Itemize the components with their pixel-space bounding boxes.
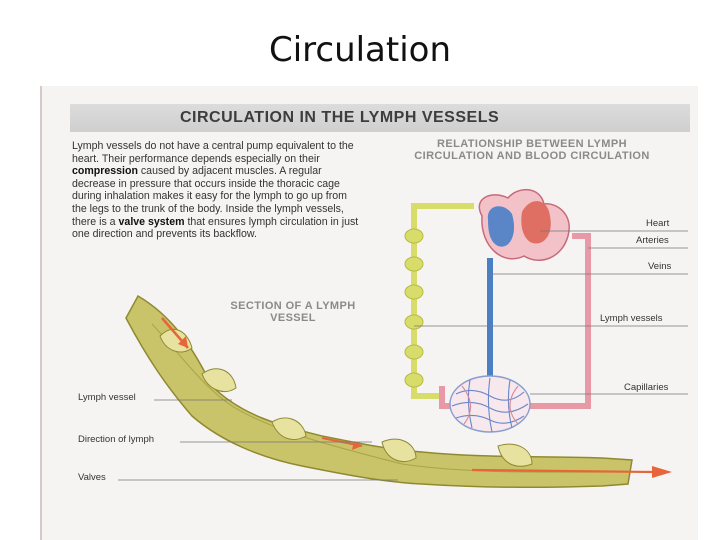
relationship-title: RELATIONSHIP BETWEEN LYMPH CIRCULATION A… [414, 138, 650, 162]
diagram-graphics [118, 189, 688, 489]
label-direction-of-lymph: Direction of lymph [78, 434, 155, 445]
lymph-nodes [404, 228, 424, 388]
label-capillaries: Capillaries [624, 382, 669, 393]
lymph-vessel-line [411, 203, 474, 399]
label-valves: Valves [78, 472, 106, 483]
banner-title: CIRCULATION IN THE LYMPH VESSELS [180, 109, 500, 126]
label-leaders [414, 230, 688, 395]
body-paragraph: Lymph vessels do not have a central pump… [72, 140, 359, 241]
heart-illustration [478, 189, 570, 261]
artery-line [439, 233, 591, 409]
label-veins: Veins [648, 261, 672, 272]
scanned-figure: CIRCULATION IN THE LYMPH VESSELS Lymph v… [40, 86, 698, 540]
label-lymph-vessel: Lymph vessel [78, 392, 136, 403]
label-heart: Heart [646, 218, 670, 229]
lymph-vessel-section [125, 294, 672, 489]
section-title: SECTION OF A LYMPH VESSEL [230, 300, 356, 324]
figure-banner: CIRCULATION IN THE LYMPH VESSELS [70, 104, 690, 132]
label-arteries: Arteries [636, 235, 669, 246]
slide-title: Circulation [268, 30, 452, 70]
capillaries-illustration [449, 375, 531, 433]
left-label-leaders [118, 399, 398, 481]
label-lymph-vessels: Lymph vessels [600, 313, 663, 324]
